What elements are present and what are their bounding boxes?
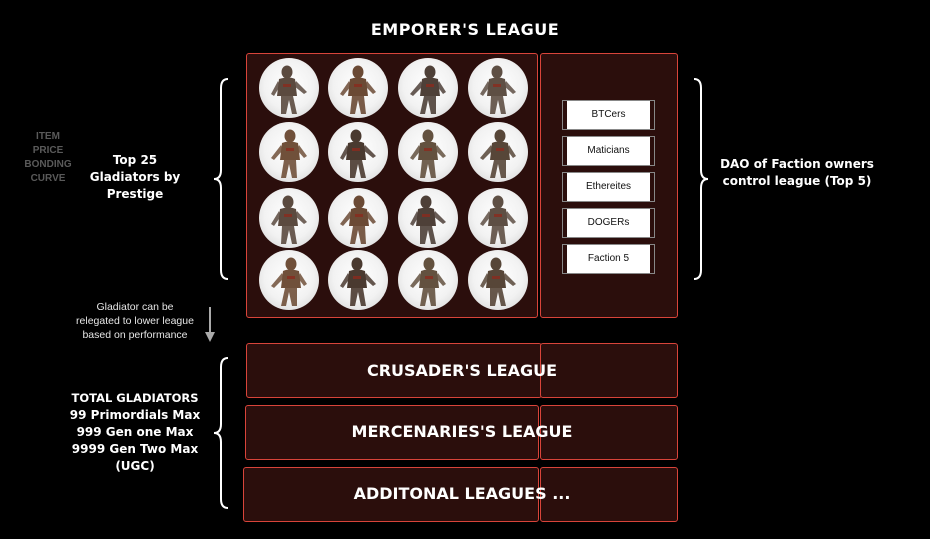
gladiator-portrait[interactable] bbox=[468, 122, 528, 182]
page-title: EMPORER'S LEAGUE bbox=[370, 20, 560, 39]
additional-leagues-label: ADDITONAL LEAGUES ... bbox=[353, 484, 571, 503]
ugc-note: (UGC) bbox=[115, 459, 155, 473]
crusaders-league-label: CRUSADER'S LEAGUE bbox=[366, 361, 558, 380]
total-gladiators-block: TOTAL GLADIATORS 99 Primordials Max 999 … bbox=[60, 390, 210, 475]
gladiator-portrait[interactable] bbox=[328, 58, 388, 118]
gladiator-figure-icon bbox=[480, 65, 516, 114]
total-gladiators-heading: TOTAL GLADIATORS bbox=[71, 391, 199, 405]
primordials-max: 99 Primordials Max bbox=[69, 408, 201, 422]
crusaders-league-left-box bbox=[246, 343, 542, 398]
additional-leagues-right-box bbox=[540, 467, 678, 522]
gladiator-portrait[interactable] bbox=[259, 188, 319, 248]
right-brace bbox=[693, 78, 709, 280]
gladiator-portrait[interactable] bbox=[259, 250, 319, 310]
gladiator-figure-icon bbox=[271, 129, 307, 178]
gladiator-figure-icon bbox=[340, 129, 376, 178]
gladiator-figure-icon bbox=[271, 257, 307, 306]
gladiator-portrait[interactable] bbox=[328, 250, 388, 310]
additional-leagues-left-box bbox=[243, 467, 539, 522]
gladiator-figure-icon bbox=[340, 65, 376, 114]
gladiator-figure-icon bbox=[340, 195, 376, 244]
left-brace-bottom bbox=[213, 357, 229, 509]
crusaders-league-right-box bbox=[540, 343, 678, 398]
bonding-curve-label: ITEM PRICE BONDING CURVE bbox=[24, 131, 72, 184]
faction-item-dogers[interactable]: DOGERs bbox=[562, 208, 655, 238]
gladiator-portrait[interactable] bbox=[328, 122, 388, 182]
gladiator-figure-icon bbox=[271, 65, 307, 114]
gladiator-figure-icon bbox=[480, 195, 516, 244]
gladiator-portrait[interactable] bbox=[398, 250, 458, 310]
dao-label: DAO of Faction owners control league (To… bbox=[720, 157, 874, 188]
relegation-note: Gladiator can be relegated to lower leag… bbox=[76, 301, 194, 341]
gladiator-figure-icon bbox=[410, 195, 446, 244]
faction-item-ethereites[interactable]: Ethereites bbox=[562, 172, 655, 202]
mercenaries-league-label: MERCENARIES'S LEAGUE bbox=[351, 422, 573, 441]
gladiator-portrait[interactable] bbox=[468, 58, 528, 118]
gladiator-figure-icon bbox=[340, 257, 376, 306]
gladiator-portrait[interactable] bbox=[468, 250, 528, 310]
left-brace-top bbox=[213, 78, 229, 280]
gladiator-portrait[interactable] bbox=[259, 122, 319, 182]
gladiator-figure-icon bbox=[410, 65, 446, 114]
gladiator-figure-icon bbox=[271, 195, 307, 244]
mercenaries-league-right-box bbox=[540, 405, 678, 460]
gen-one-max: 999 Gen one Max bbox=[76, 425, 194, 439]
gladiator-portrait[interactable] bbox=[468, 188, 528, 248]
relegation-down-arrow-icon bbox=[205, 307, 215, 342]
gladiator-portrait[interactable] bbox=[259, 58, 319, 118]
mercenaries-league-left-box bbox=[245, 405, 539, 460]
faction-item-faction5[interactable]: Faction 5 bbox=[562, 244, 655, 274]
gladiator-figure-icon bbox=[410, 129, 446, 178]
gladiator-figure-icon bbox=[410, 257, 446, 306]
top25-label: Top 25 Gladiators by Prestige bbox=[89, 153, 181, 201]
faction-item-maticians[interactable]: Maticians bbox=[562, 136, 655, 166]
gladiator-portrait[interactable] bbox=[398, 58, 458, 118]
gladiator-portrait[interactable] bbox=[398, 122, 458, 182]
gen-two-max: 9999 Gen Two Max bbox=[71, 442, 199, 456]
gladiator-portrait[interactable] bbox=[398, 188, 458, 248]
gladiator-figure-icon bbox=[480, 129, 516, 178]
faction-item-btcers[interactable]: BTCers bbox=[562, 100, 655, 130]
gladiator-portrait[interactable] bbox=[328, 188, 388, 248]
gladiator-figure-icon bbox=[480, 257, 516, 306]
